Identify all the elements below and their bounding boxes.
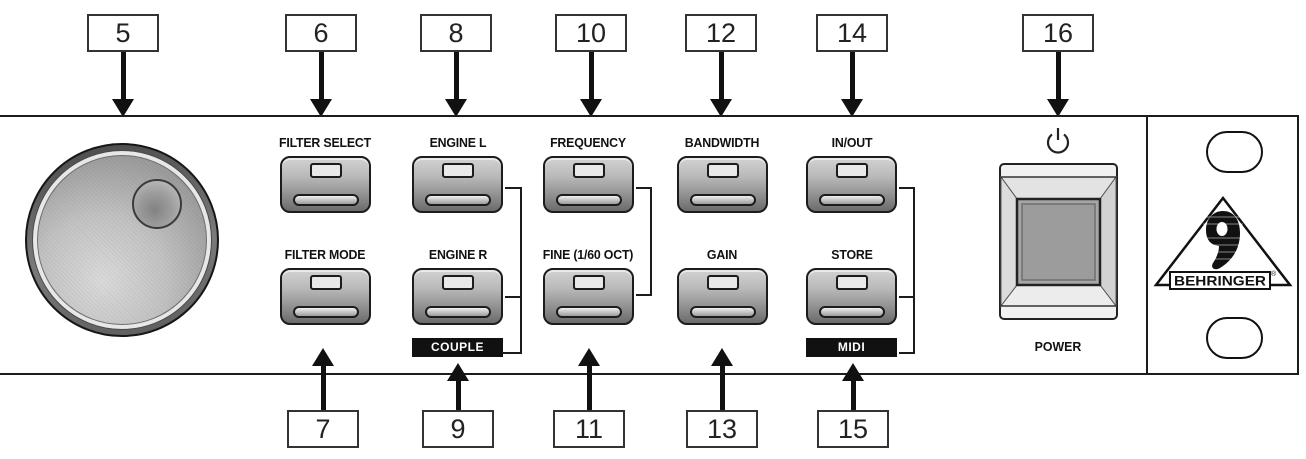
engine-r-led [441,275,474,290]
callout-10: 10 [555,14,627,52]
power-label: POWER [1034,339,1082,354]
gain-button[interactable] [677,268,768,325]
gain-label: GAIN [706,247,738,262]
jog-wheel[interactable] [25,143,219,337]
midi-tag: MIDI [806,338,897,357]
midi-bracket-stub-top [899,187,915,189]
power-button[interactable] [999,163,1118,320]
callout-16: 16 [1022,14,1094,52]
bandwidth-button-bar [689,194,756,206]
engine-l-led [441,163,474,178]
callout-14: 14 [816,14,888,52]
filter-select-led [309,163,342,178]
fine-label: FINE (1/60 OCT) [542,247,634,262]
bandwidth-led [706,163,739,178]
fine-button-bar [555,306,622,318]
store-label: STORE [831,247,873,262]
svg-text:BEHRINGER: BEHRINGER [1174,273,1266,289]
store-button-bar [818,306,885,318]
frequency-label: FREQUENCY [550,135,626,150]
engine-r-button[interactable] [412,268,503,325]
midi-bracket-stub-mid [899,296,915,298]
callout-5: 5 [87,14,159,52]
jog-wheel-finger-dimple [132,179,182,229]
in-out-button[interactable] [806,156,897,213]
engine-r-button-bar [424,306,491,318]
store-button[interactable] [806,268,897,325]
behringer-logo: BEHRINGER ® [1153,195,1293,290]
callout-15: 15 [817,410,889,448]
callout-9: 9 [422,410,494,448]
filter-select-button-bar [292,194,359,206]
engine-bracket-line [520,187,522,354]
store-led [835,275,868,290]
frequency-bracket-line [650,187,652,296]
engine-l-button[interactable] [412,156,503,213]
couple-tag: COUPLE [412,338,503,357]
callout-8: 8 [420,14,492,52]
bandwidth-label: BANDWIDTH [684,135,760,150]
frequency-led [572,163,605,178]
midi-bracket-stub-bottom [899,352,915,354]
midi-bracket-line [913,187,915,354]
engine-bracket-stub-top [505,187,522,189]
filter-mode-label: FILTER MODE [284,247,366,262]
gain-led [706,275,739,290]
engine-l-label: ENGINE L [429,135,487,150]
rack-ear-hole-bottom [1206,317,1263,359]
engine-r-label: ENGINE R [428,247,488,262]
behringer-ear-logo [1203,211,1243,270]
gain-button-bar [689,306,756,318]
bandwidth-button[interactable] [677,156,768,213]
filter-mode-button[interactable] [280,268,371,325]
callout-6: 6 [285,14,357,52]
frequency-button[interactable] [543,156,634,213]
power-icon [1046,128,1070,154]
filter-select-label: FILTER SELECT [278,135,371,150]
filter-select-button[interactable] [280,156,371,213]
panel-section-divider [1146,117,1148,373]
in-out-label: IN/OUT [831,135,873,150]
filter-mode-led [309,275,342,290]
fine-led [572,275,605,290]
frequency-bracket-stub-bottom [636,294,652,296]
callout-7: 7 [287,410,359,448]
rack-ear-hole-top [1206,131,1263,173]
engine-l-button-bar [424,194,491,206]
engine-bracket-stub-bottom [502,352,522,354]
frequency-button-bar [555,194,622,206]
in-out-led [835,163,868,178]
in-out-button-bar [818,194,885,206]
callout-12: 12 [685,14,757,52]
frequency-bracket-stub-top [636,187,652,189]
svg-text:®: ® [1271,270,1277,278]
filter-mode-button-bar [292,306,359,318]
callout-13: 13 [686,410,758,448]
fine-button[interactable] [543,268,634,325]
device-front-panel [0,115,1299,375]
engine-bracket-stub-mid [505,296,522,298]
jog-wheel-face [37,155,207,325]
callout-11: 11 [553,410,625,448]
